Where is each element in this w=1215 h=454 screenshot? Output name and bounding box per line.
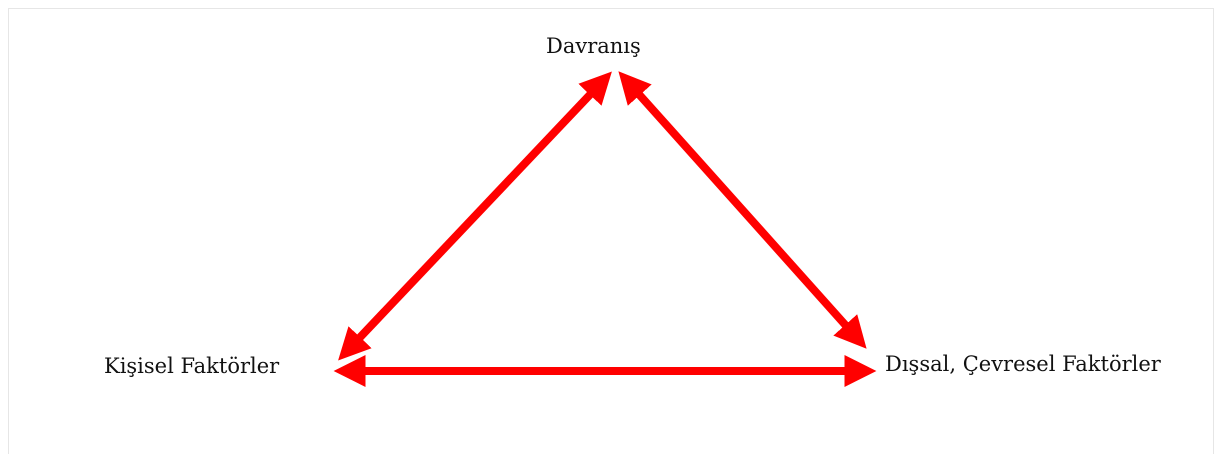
arrow-top-left — [338, 71, 612, 361]
arrow-top-right — [618, 71, 867, 349]
diagram-frame — [8, 8, 1214, 454]
node-label-environmental-factors: Dışsal, Çevresel Faktörler — [885, 352, 1161, 376]
node-label-personal-factors: Kişisel Faktörler — [104, 354, 280, 378]
